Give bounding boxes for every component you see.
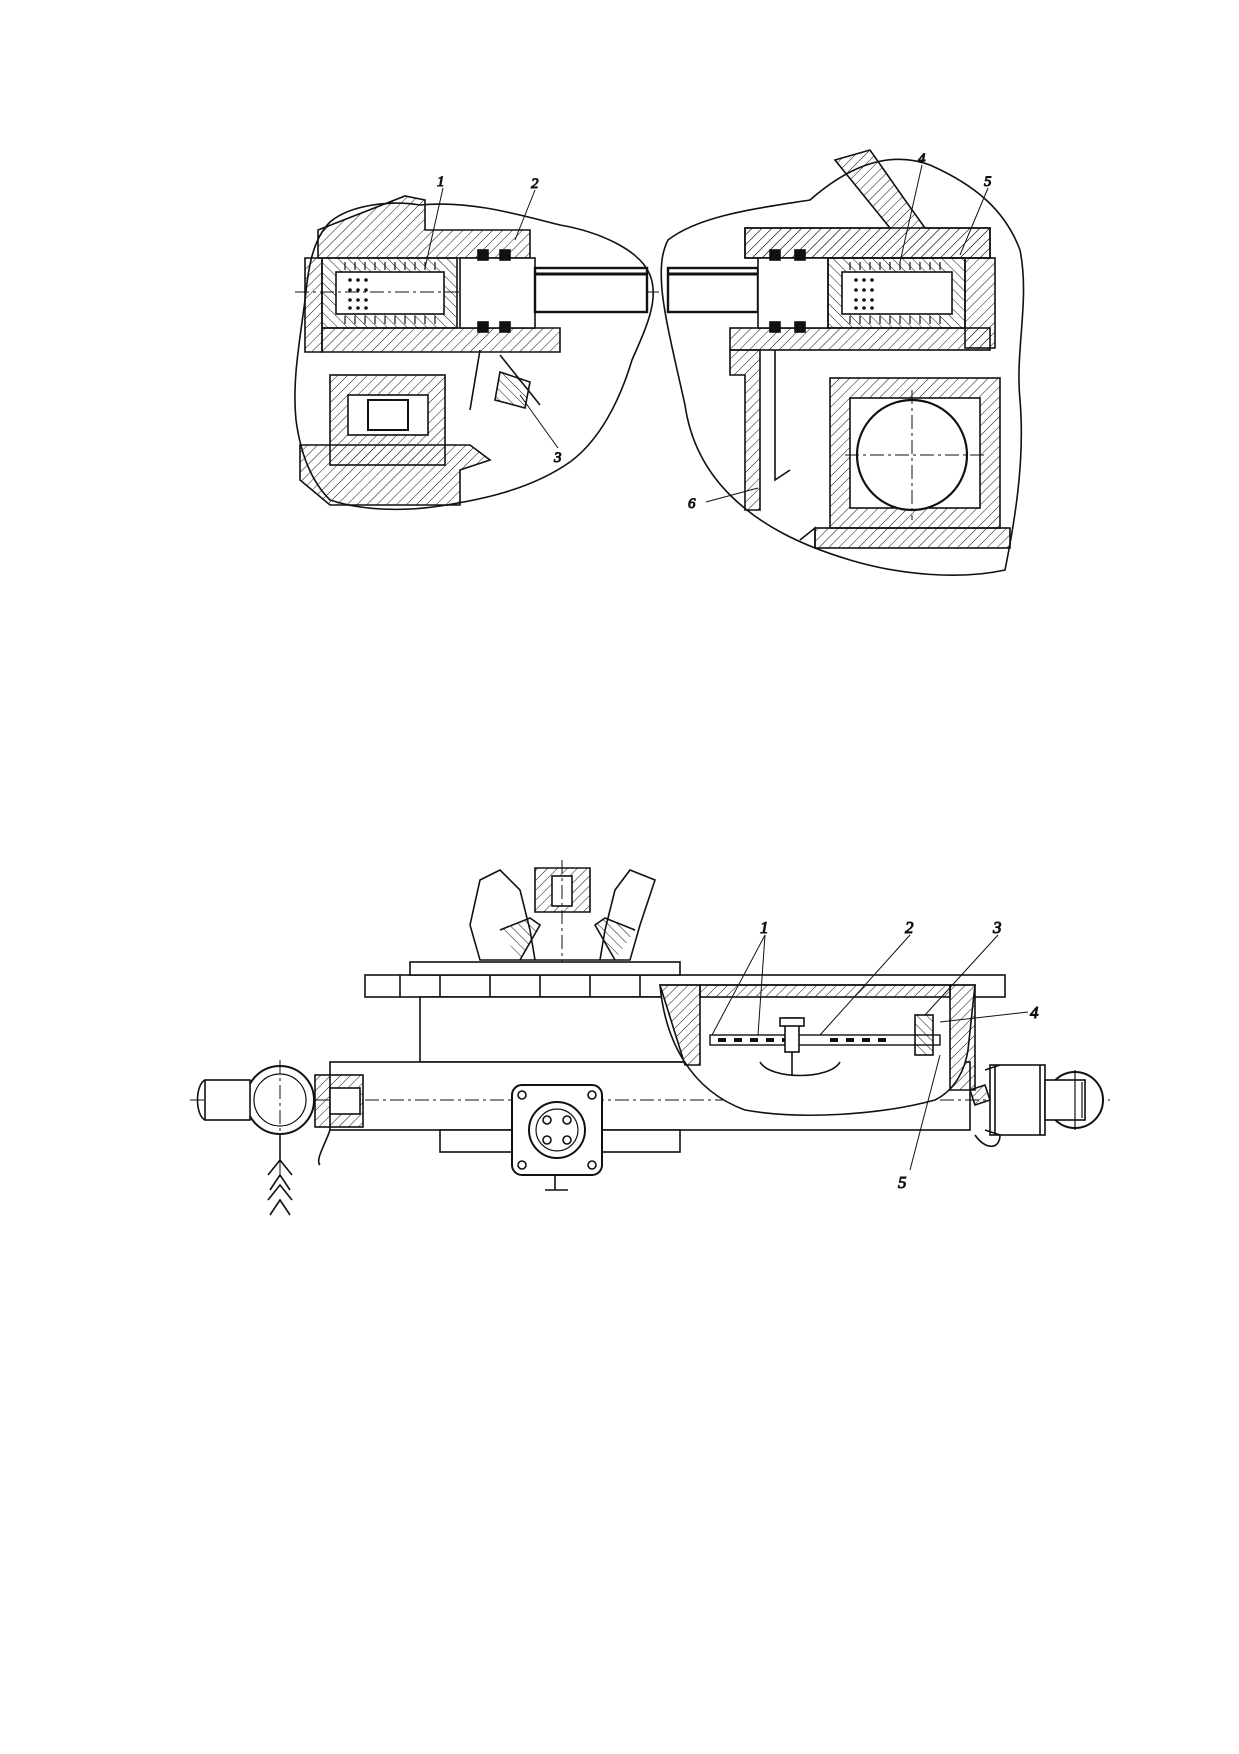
bottom-cutaway-wall-left xyxy=(658,984,701,1066)
top-right-spring-coils xyxy=(849,262,941,324)
top-callout-3: 3 xyxy=(553,450,562,466)
top-right-channel xyxy=(729,349,761,511)
top-left-seal-chamber xyxy=(459,257,536,329)
top-left-housing-lower xyxy=(321,327,561,353)
top-left-seal-bot2 xyxy=(499,321,511,333)
top-left-seal-top xyxy=(477,249,489,261)
top-callout-4: 4 xyxy=(918,151,926,167)
top-left-seal-bot xyxy=(477,321,489,333)
bottom-callout-3: 3 xyxy=(992,918,1002,937)
top-callout-6: 6 xyxy=(688,496,696,512)
bottom-callout-5: 5 xyxy=(898,1173,907,1192)
bottom-screw-right xyxy=(914,1014,934,1056)
top-callout-5: 5 xyxy=(984,174,992,190)
top-right-spring-dots xyxy=(854,278,874,310)
top-right-section xyxy=(660,149,1025,576)
bottom-figure xyxy=(190,860,1110,1216)
top-left-piston-bore xyxy=(335,271,445,315)
top-callout-2: 2 xyxy=(531,176,539,192)
bottom-cutaway-wall-right xyxy=(949,984,976,1091)
bottom-callout-4: 4 xyxy=(1030,1003,1039,1022)
bottom-callout-2: 2 xyxy=(905,918,914,937)
bottom-right-nut xyxy=(989,1064,1046,1136)
top-right-housing-upper xyxy=(744,227,991,259)
bottom-connector-socket xyxy=(528,1101,586,1159)
top-left-housing-upper xyxy=(317,195,531,259)
top-left-bolt xyxy=(494,370,531,409)
bottom-callouts: 1 2 3 4 5 xyxy=(711,918,1040,1193)
bottom-chain-link xyxy=(267,1134,293,1191)
top-left-seal-top2 xyxy=(499,249,511,261)
top-callouts: 1 2 3 4 5 6 xyxy=(424,151,993,513)
top-right-housing-lower xyxy=(729,327,991,351)
top-left-base xyxy=(299,444,492,506)
top-left-section xyxy=(294,195,660,511)
top-left-spring-dots xyxy=(348,278,368,310)
top-callout-1: 1 xyxy=(437,174,445,190)
bottom-filter-strip xyxy=(709,1034,941,1046)
top-right-base xyxy=(814,527,1011,549)
top-left-housing-left xyxy=(304,257,323,353)
top-right-breakout-outline xyxy=(660,158,1025,576)
top-right-seal-chamber xyxy=(757,257,829,329)
bottom-callout-1: 1 xyxy=(760,918,769,937)
bottom-cutaway-top xyxy=(699,984,951,998)
